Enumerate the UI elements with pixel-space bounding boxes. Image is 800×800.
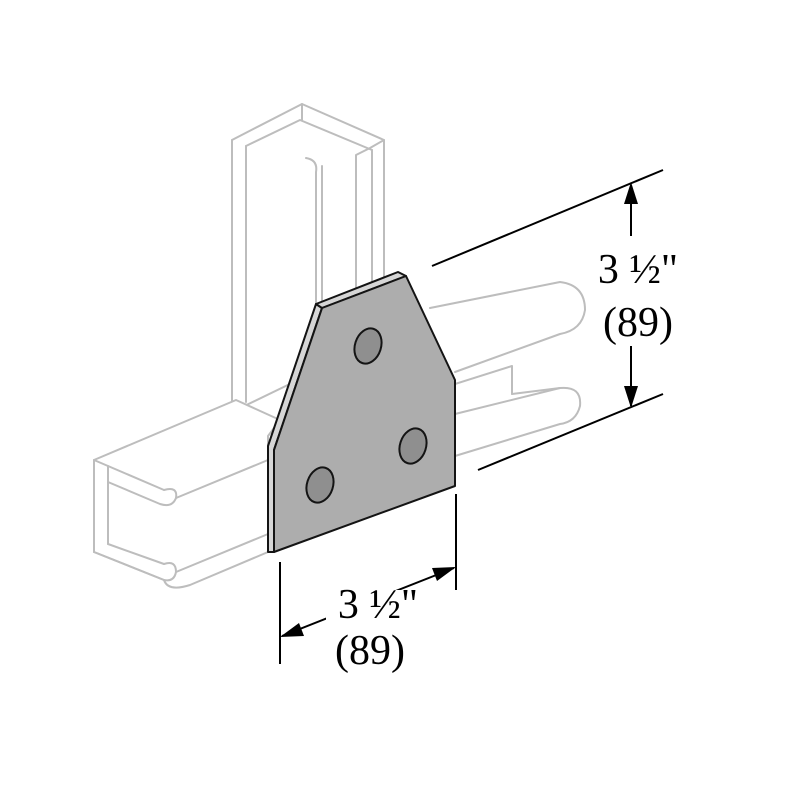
width-label-metric: (89)	[335, 628, 405, 674]
gusset-plate	[267, 271, 456, 553]
height-label-metric: (89)	[603, 300, 673, 346]
width-label-imperial: 3 ½"	[338, 582, 418, 628]
extension-line-bottom	[477, 393, 664, 471]
horizontal-channel	[93, 281, 586, 589]
width-dimension: 3 ½" (89)	[279, 494, 457, 674]
arrow-down	[624, 386, 638, 408]
arrow-up	[624, 182, 638, 204]
bolt-hole-right	[398, 427, 428, 465]
bolt-hole-left	[305, 466, 335, 504]
height-label-imperial: 3 ½"	[598, 247, 678, 293]
extension-line-top	[431, 169, 664, 267]
height-dimension: 3 ½" (89)	[431, 169, 678, 471]
label-mask-width	[326, 590, 436, 670]
label-mask	[596, 236, 676, 346]
arrow-left	[280, 623, 304, 637]
bolt-hole-top	[353, 327, 383, 365]
arrow-right	[432, 567, 456, 581]
